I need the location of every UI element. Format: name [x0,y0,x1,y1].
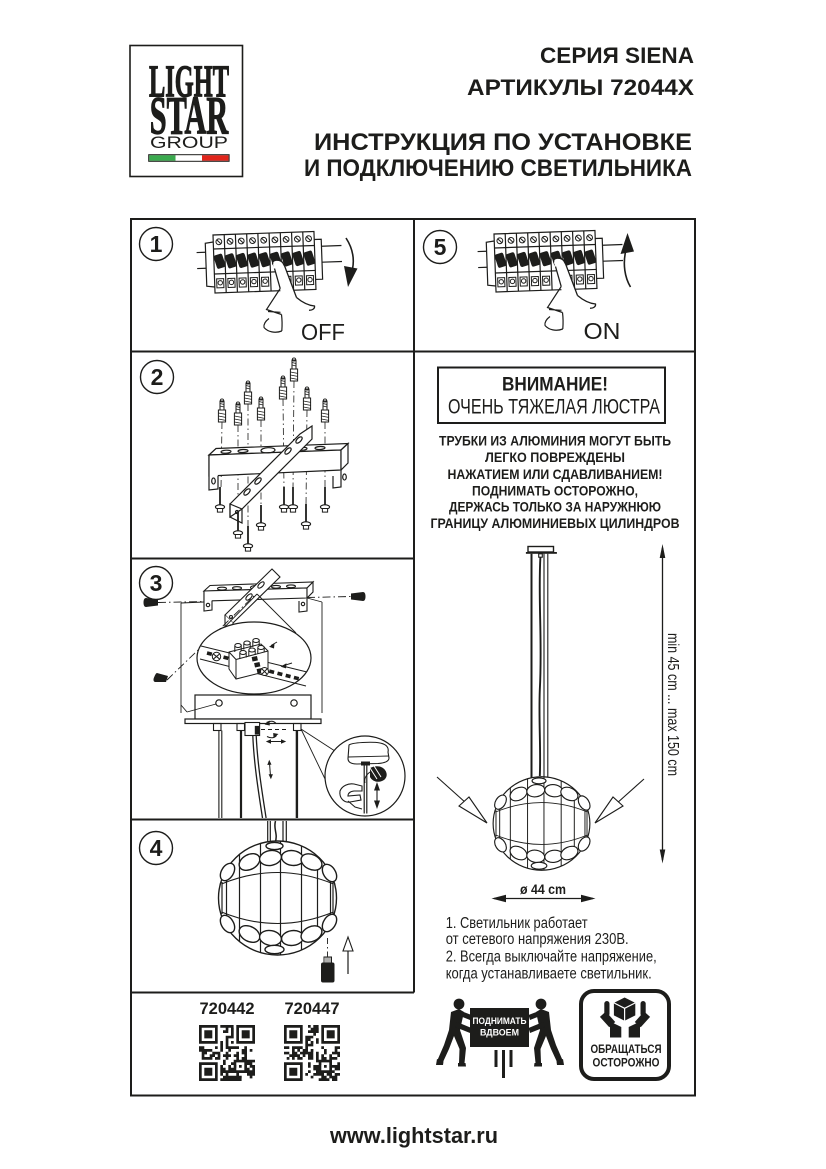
svg-text:STAR: STAR [150,85,229,145]
svg-text:www.lightstar.ru: www.lightstar.ru [329,1123,498,1148]
svg-text:720442: 720442 [200,999,255,1018]
svg-text:СЕРИЯ SIENA: СЕРИЯ SIENA [540,43,694,68]
svg-text:LIGHT: LIGHT [149,56,229,106]
svg-text:ON: ON [584,318,621,344]
svg-text:ИНСТРУКЦИЯ ПО УСТАНОВКЕ: ИНСТРУКЦИЯ ПО УСТАНОВКЕ [314,129,692,156]
svg-text:от сетевого напряжения 230В.: от сетевого напряжения 230В. [446,931,629,948]
svg-text:ВНИМАНИЕ!: ВНИМАНИЕ! [502,375,608,396]
svg-text:ø 44 cm: ø 44 cm [520,881,566,897]
svg-text:ОБРАЩАТЬСЯ: ОБРАЩАТЬСЯ [591,1044,662,1056]
svg-text:GROUP: GROUP [150,133,228,152]
svg-text:ОЧЕНЬ ТЯЖЕЛАЯ ЛЮСТРА: ОЧЕНЬ ТЯЖЕЛАЯ ЛЮСТРА [448,394,660,418]
svg-text:2: 2 [151,364,164,390]
svg-text:5: 5 [434,234,447,260]
svg-text:И ПОДКЛЮЧЕНИЮ СВЕТИЛЬНИКА: И ПОДКЛЮЧЕНИЮ СВЕТИЛЬНИКА [304,155,692,182]
svg-text:min 45 cm ... max 150 cm: min 45 cm ... max 150 cm [664,633,681,776]
svg-text:ТРУБКИ ИЗ АЛЮМИНИЯ МОГУТ БЫТЬ: ТРУБКИ ИЗ АЛЮМИНИЯ МОГУТ БЫТЬ [439,433,671,449]
svg-text:ПОДНИМАТЬ: ПОДНИМАТЬ [473,1016,527,1027]
svg-text:1. Светильник работает: 1. Светильник работает [446,915,588,932]
svg-text:ВДВОЕМ: ВДВОЕМ [480,1028,519,1039]
svg-text:ОСТОРОЖНО: ОСТОРОЖНО [593,1058,660,1070]
svg-text:4: 4 [150,835,163,861]
svg-text:OFF: OFF [301,319,345,345]
svg-text:3: 3 [150,570,163,596]
svg-text:ГРАНИЦУ АЛЮМИНИЕВЫХ ЦИЛИНДРОВ: ГРАНИЦУ АЛЮМИНИЕВЫХ ЦИЛИНДРОВ [431,515,680,531]
svg-text:ЛЕГКО ПОВРЕЖДЕНЫ: ЛЕГКО ПОВРЕЖДЕНЫ [485,449,625,465]
svg-text:АРТИКУЛЫ 72044X: АРТИКУЛЫ 72044X [467,75,694,100]
svg-text:1: 1 [150,231,163,257]
svg-text:720447: 720447 [285,999,340,1018]
svg-text:ДЕРЖАСЬ ТОЛЬКО ЗА НАРУЖНЮЮ: ДЕРЖАСЬ ТОЛЬКО ЗА НАРУЖНЮЮ [449,499,661,515]
svg-text:2. Всегда выключайте напряжени: 2. Всегда выключайте напряжение, [446,949,657,966]
svg-text:ПОДНИМАТЬ ОСТОРОЖНО,: ПОДНИМАТЬ ОСТОРОЖНО, [472,482,638,498]
svg-text:когда устанавливаете светильни: когда устанавливаете светильник. [446,966,652,983]
svg-text:НАЖАТИЕМ ИЛИ СДАВЛИВАНИЕМ!: НАЖАТИЕМ ИЛИ СДАВЛИВАНИЕМ! [448,466,663,482]
